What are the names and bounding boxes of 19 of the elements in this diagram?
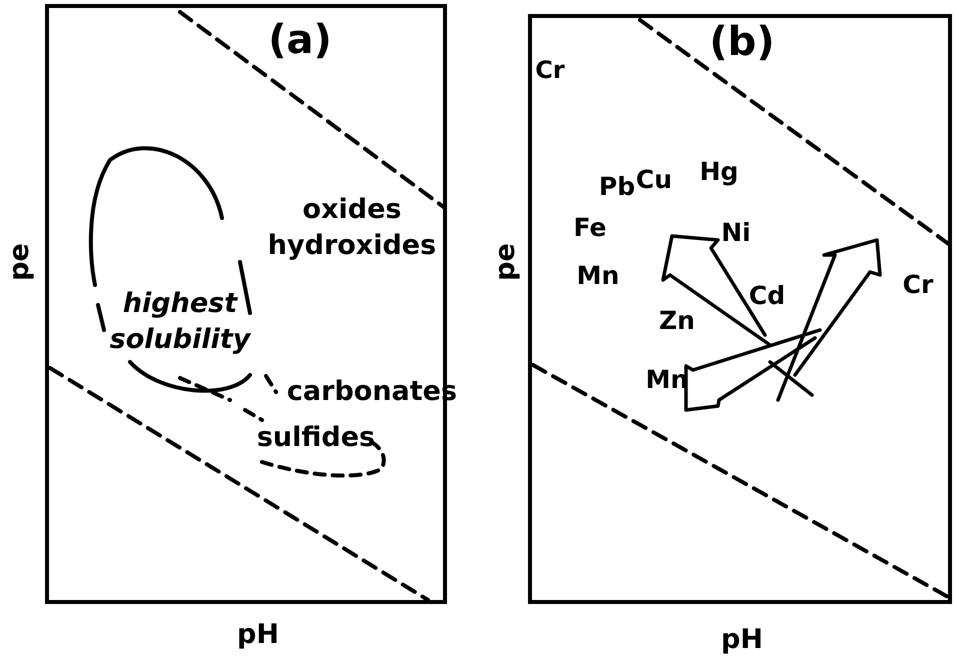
axis-label: pH [237, 618, 279, 652]
element-label: Cd [748, 280, 786, 312]
panel-label: (a) [268, 22, 332, 58]
axis-label: pe [3, 243, 36, 281]
panel-label: (b) [709, 24, 775, 60]
axis-label: pe [489, 243, 522, 281]
element-label: Mn [576, 260, 620, 292]
element-label: Ni [721, 217, 751, 249]
element-label: Pb [598, 171, 636, 203]
element-label: Hg [700, 156, 738, 188]
region-label: oxides hydroxides [267, 193, 437, 263]
element-label: Fe [573, 212, 607, 244]
region-label: sulfides [256, 421, 376, 455]
axis-label: pH [721, 623, 763, 657]
element-label: Cu [636, 164, 672, 196]
element-label: Cr [902, 269, 934, 301]
element-label: Cr [535, 55, 565, 86]
region-label: highest solubility [108, 287, 252, 357]
element-label: Zn [659, 305, 695, 337]
